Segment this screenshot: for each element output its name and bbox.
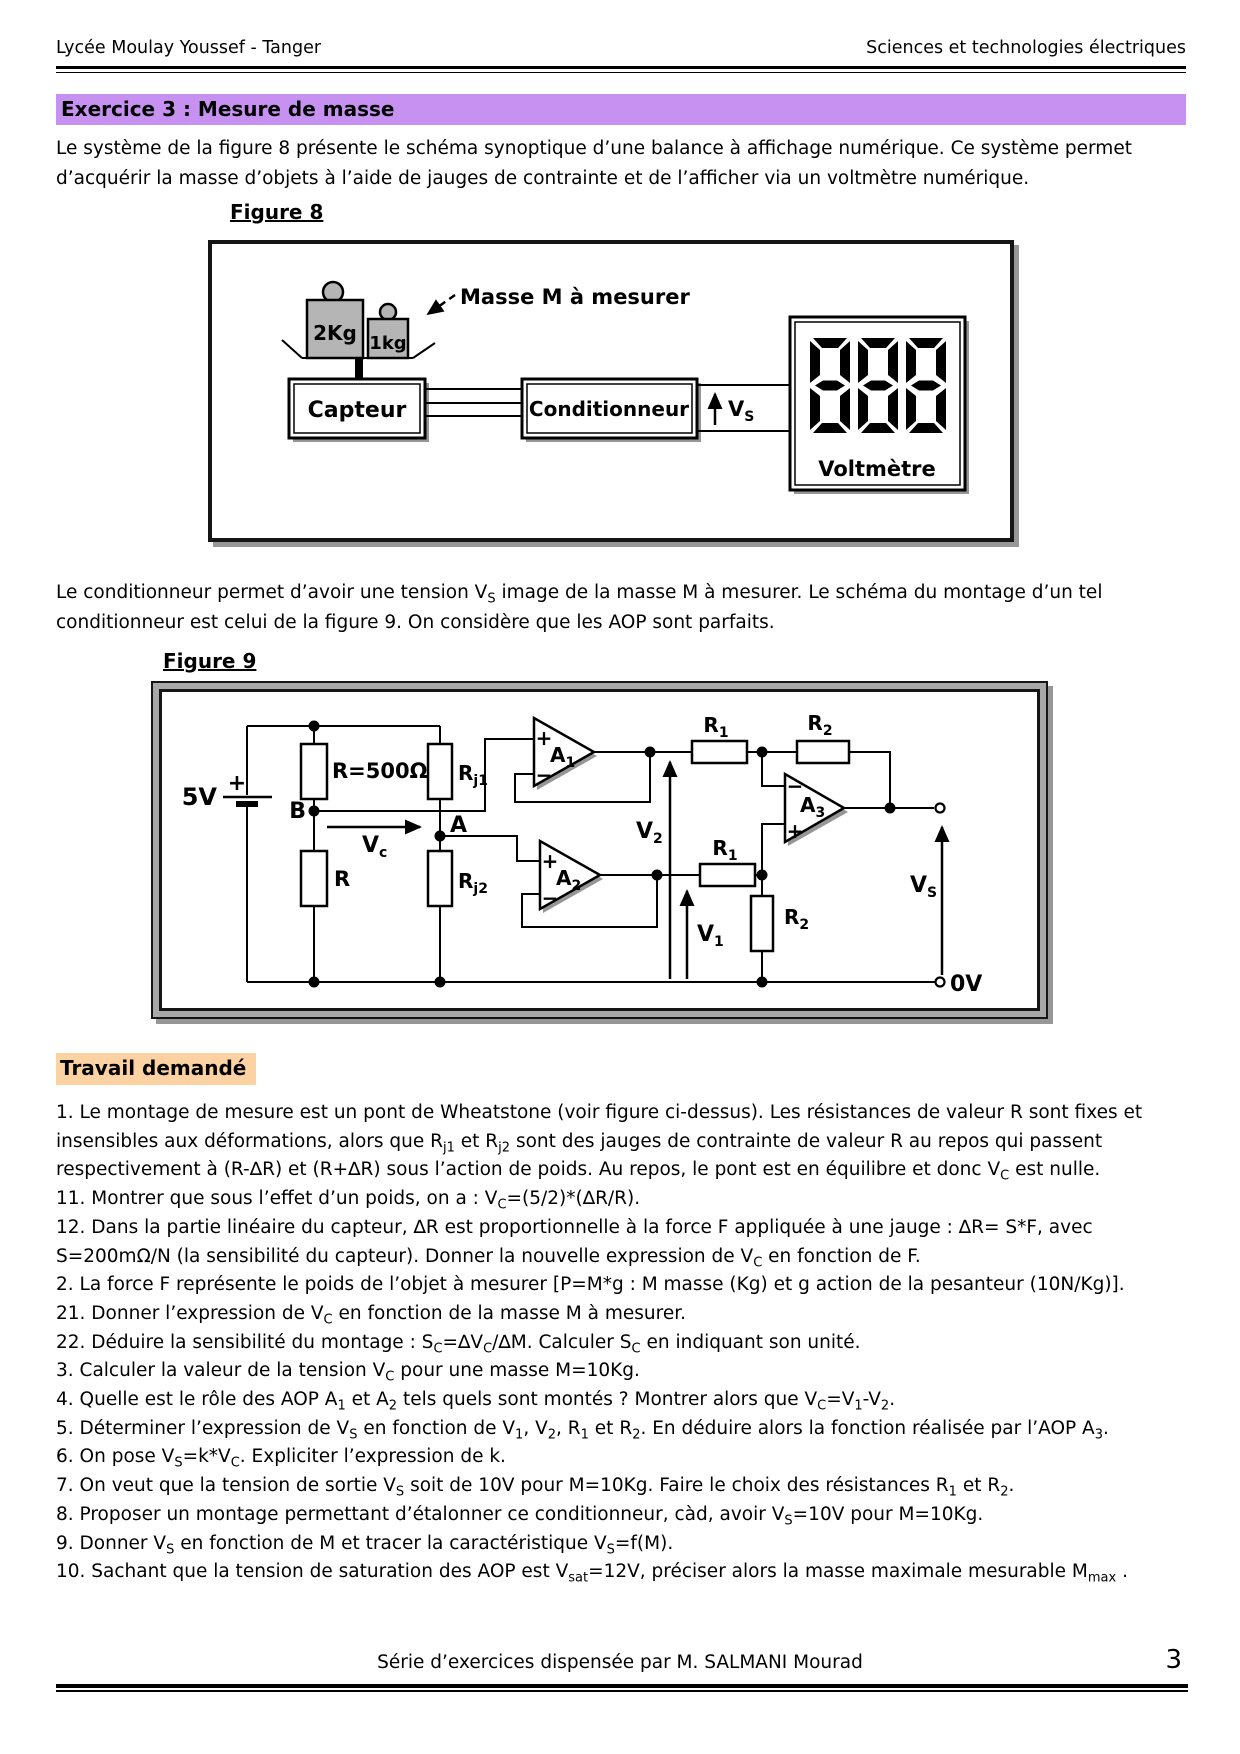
figure8-frame: 2Kg 1kg Masse M à mesurer Capteur (208, 240, 1014, 542)
a1-feedback (514, 752, 651, 803)
conditioner-paragraph: Le conditionneur permet d’avoir une tens… (56, 582, 1103, 633)
mass-annotation: Masse M à mesurer (460, 285, 690, 309)
a3-plus-sign: + (787, 819, 804, 843)
page-number: 3 (1165, 1645, 1182, 1675)
pan-stem (355, 358, 363, 380)
r500-label: R=500Ω (332, 759, 428, 783)
r2-to-output (849, 751, 891, 807)
rj1-label: Rj1 (458, 761, 488, 789)
resistor-r2-top (795, 739, 851, 765)
resistor-r (299, 849, 329, 908)
resistor-rj2 (426, 849, 454, 908)
question-1: 1. Le montage de mesure est un pont de W… (56, 1102, 1143, 1185)
header-rule (56, 66, 1186, 73)
resistor-r500 (299, 742, 329, 801)
r2-top-label: R2 (807, 711, 832, 739)
wheatstone-bridge: R=500Ω Rj1 R Rj2 B A Vc (289, 726, 488, 982)
zero-volt-label: 0V (950, 972, 982, 997)
weight-2kg: 2Kg (305, 280, 365, 360)
questions-list: 1. Le montage de mesure est un pont de W… (56, 1099, 1189, 1587)
header-school: Lycée Moulay Youssef - Tanger (56, 38, 322, 58)
op-amp-a3: − + A3 (783, 771, 934, 846)
header-subject: Sciences et technologies électriques (866, 38, 1186, 58)
wire-to-a3-minus (761, 752, 785, 787)
a2-feedback (521, 875, 658, 928)
a1-label: A1 (550, 743, 575, 771)
figure9-frame: + 5V R=500Ω Rj1 R Rj2 B A (151, 681, 1048, 1019)
ground-terminal (934, 976, 946, 988)
junction-dots (308, 720, 896, 988)
weight-1kg: 1kg (366, 302, 410, 360)
question-8: 8. Proposer un montage permettant d’étal… (56, 1503, 984, 1529)
question-6: 6. On pose VS=k*VC. Expliciter l’express… (56, 1446, 506, 1472)
question-4: 4. Quelle est le rôle des AOP A1 et A2 t… (56, 1389, 896, 1414)
op-amp-a1: + − A1 (514, 715, 651, 803)
question-21: 21. Donner l’expression de VC en fonctio… (56, 1302, 686, 1328)
wire-b-to-a1 (314, 738, 534, 812)
r-label: R (334, 867, 350, 891)
battery-voltage-label: 5V (182, 783, 218, 811)
vs-bus: VS (697, 384, 790, 432)
question-7: 7. On veut que la tension de sortie VS s… (56, 1475, 1015, 1500)
r2-vertical-label: R2 (784, 905, 809, 933)
figure9-schematic: + 5V R=500Ω Rj1 R Rj2 B A (182, 711, 983, 997)
weight-2kg-label: 2Kg (313, 321, 357, 345)
figure8-title: Figure 8 (230, 200, 324, 224)
vs-label: VS (728, 397, 754, 425)
node-b-label: B (289, 799, 306, 824)
conditionneur-box: Conditionneur (520, 377, 701, 442)
question-11: 11. Montrer que sous l’effet d’un poids,… (56, 1188, 641, 1213)
diff-stage: R1 R2 R1 R2 (650, 711, 891, 982)
battery-5v: + 5V (182, 726, 272, 982)
conditionneur-label: Conditionneur (529, 397, 689, 421)
footer-rule (56, 1684, 1188, 1692)
output-terminal (934, 802, 946, 814)
figure9-title: Figure 9 (163, 649, 257, 673)
resistor-r1-bottom (698, 862, 757, 888)
question-2: 2. La force F représente le poids de l’o… (56, 1274, 1125, 1296)
footer-credit: Série d’exercices dispensée par M. SALMA… (377, 1652, 863, 1673)
a2-plus-sign: + (542, 849, 559, 873)
question-3: 3. Calculer la valeur de la tension VC p… (56, 1360, 640, 1386)
a2-label: A2 (556, 866, 581, 894)
question-12: 12. Dans la partie linéaire du capteur, … (56, 1216, 1093, 1271)
a1-plus-sign: + (536, 726, 553, 750)
page-header: Lycée Moulay Youssef - Tanger Sciences e… (56, 38, 1186, 58)
work-heading: Travail demandé (56, 1053, 257, 1085)
question-9: 9. Donner VS en fonction de M et tracer … (56, 1532, 674, 1558)
op-amp-a2: + − A2 (521, 838, 658, 928)
wire-to-a3-plus (761, 823, 785, 875)
mass-arrow (426, 293, 456, 316)
resistor-r2-vertical (749, 894, 775, 953)
capteur-box: Capteur (287, 377, 429, 442)
r1-top-label: R1 (703, 713, 728, 741)
resistor-r1-top (690, 739, 749, 765)
intro-paragraph: Le système de la figure 8 présente le sc… (56, 138, 1132, 189)
v1-label: V1 (697, 922, 724, 950)
question-22: 22. Déduire la sensibilité du montage : … (56, 1331, 861, 1357)
capteur-label: Capteur (308, 398, 407, 423)
question-5: 5. Déterminer l’expression de VS en fonc… (56, 1417, 1109, 1443)
node-a-label: A (450, 813, 467, 838)
question-10: 10. Sachant que la tension de saturation… (56, 1561, 1128, 1586)
a3-minus-sign: − (787, 774, 804, 798)
voltmeter-box: Voltmètre (788, 315, 969, 494)
a1-minus-sign: − (536, 763, 553, 787)
a3-label: A3 (800, 793, 825, 821)
wire-a-to-a2 (440, 835, 540, 862)
v2-label: V2 (636, 819, 663, 847)
exercise-banner: Exercice 3 : Mesure de masse (56, 94, 1186, 125)
vc-label: Vc (362, 833, 387, 861)
voltmeter-label: Voltmètre (818, 457, 936, 481)
r1-bottom-label: R1 (712, 836, 737, 864)
weight-1kg-label: 1kg (369, 333, 406, 354)
resistor-rj1 (426, 742, 454, 801)
a2-minus-sign: − (542, 886, 559, 910)
figure8-diagram: 2Kg 1kg Masse M à mesurer Capteur (281, 280, 969, 494)
battery-plus-sign: + (228, 771, 246, 796)
sensor-bus (425, 388, 522, 417)
rj2-label: Rj2 (458, 869, 488, 897)
vs-output-label: VS (910, 873, 937, 901)
